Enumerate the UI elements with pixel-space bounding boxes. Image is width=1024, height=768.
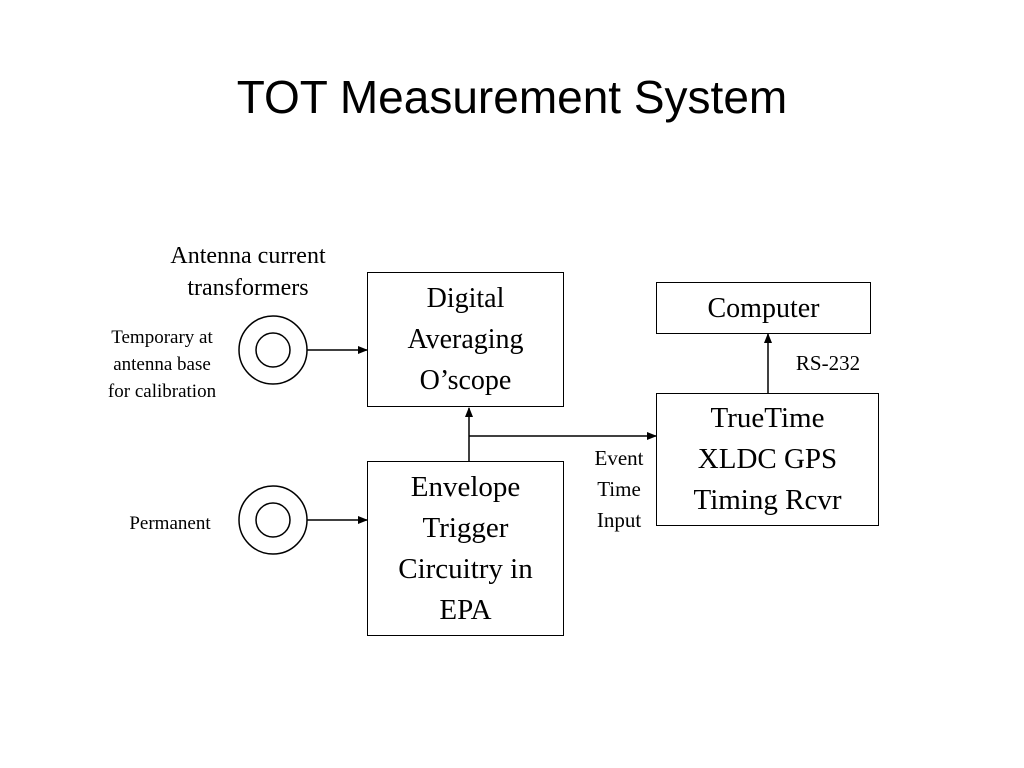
event-time-input-label: Event Time Input bbox=[594, 446, 644, 532]
oscope-label: Digital Averaging O’scope bbox=[407, 283, 524, 396]
oscope-block: Digital Averaging O’scope bbox=[367, 272, 564, 407]
antenna-ct-label: Antenna current transformers bbox=[170, 243, 326, 301]
page-title: TOT Measurement System bbox=[236, 71, 788, 123]
temporary-transformer-icon bbox=[238, 315, 308, 385]
permanent-label: Permanent bbox=[129, 513, 211, 534]
envelope-trigger-block: Envelope Trigger Circuitry in EPA bbox=[367, 461, 564, 636]
computer-label: Computer bbox=[707, 292, 820, 324]
computer-block: Computer bbox=[656, 282, 871, 334]
temporary-label: Temporary at antenna base for calibratio… bbox=[107, 327, 217, 402]
permanent-transformer-icon bbox=[238, 485, 308, 555]
gps-receiver-block: TrueTime XLDC GPS Timing Rcvr bbox=[656, 393, 879, 526]
gps-receiver-label: TrueTime XLDC GPS Timing Rcvr bbox=[693, 402, 842, 516]
rs232-label: RS-232 bbox=[795, 351, 861, 375]
envelope-trigger-label: Envelope Trigger Circuitry in EPA bbox=[398, 470, 533, 626]
